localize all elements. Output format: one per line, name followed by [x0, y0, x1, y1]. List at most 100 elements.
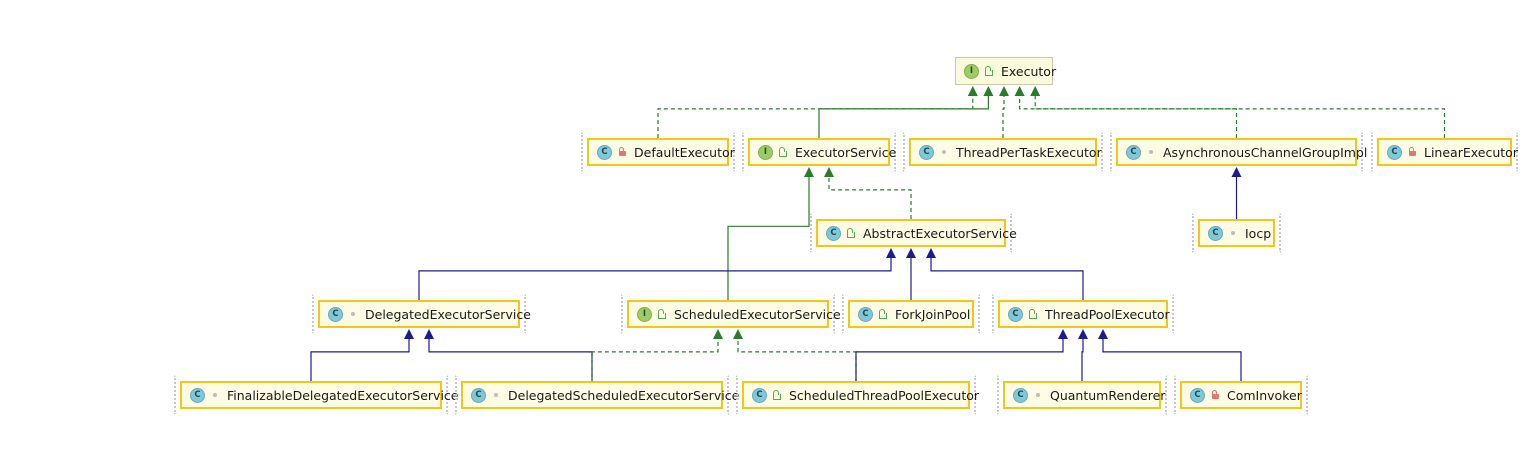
- arrowhead: [404, 329, 414, 339]
- node-label: ThreadPerTaskExecutor: [956, 144, 1102, 160]
- node-label: LinearExecutor: [1424, 144, 1518, 160]
- arrowhead: [1078, 329, 1088, 339]
- class-icon: C: [919, 144, 934, 160]
- node-label: ScheduledExecutorService: [674, 306, 841, 322]
- arrowhead: [713, 329, 723, 339]
- arrowhead: [424, 329, 434, 339]
- edge-scheduled_executor_service-to-executor_service: [727, 176, 810, 300]
- arrowhead: [1231, 167, 1242, 177]
- node-com-invoker[interactable]: C ComInvoker: [1180, 381, 1302, 409]
- public-visibility-icon: [878, 309, 888, 319]
- node-asynchronous-channel-group-impl[interactable]: C AsynchronousChannelGroupImpl: [1116, 138, 1367, 166]
- arrowhead: [804, 167, 814, 177]
- class-icon: C: [826, 225, 841, 241]
- arrowhead: [967, 86, 978, 96]
- arrowhead: [1030, 86, 1041, 96]
- edge-scheduled_thread_pool_executor-to-scheduled_executor_service: [737, 338, 857, 381]
- edge-thread_pool_executor-to-abstract_executor_service: [930, 257, 1084, 300]
- edge-linear_executor-to-executor: [1034, 95, 1446, 138]
- edge-delegated_scheduled_executor_service-to-delegated_executor_service: [428, 338, 593, 381]
- interface-icon: I: [964, 63, 979, 79]
- node-scheduled-thread-pool-executor[interactable]: C ScheduledThreadPoolExecutor: [742, 381, 979, 409]
- class-icon: C: [1208, 225, 1223, 241]
- package-visibility-icon: [348, 309, 358, 319]
- private-visibility-icon: [1210, 390, 1220, 400]
- package-visibility-icon: [491, 390, 501, 400]
- arrowhead: [926, 248, 936, 258]
- class-icon: C: [471, 387, 486, 403]
- node-label: ComInvoker: [1227, 387, 1302, 403]
- arrowhead: [886, 248, 896, 258]
- node-quantum-renderer[interactable]: C QuantumRenderer: [1003, 381, 1165, 409]
- edge-default_executor-to-executor: [657, 95, 974, 138]
- node-thread-per-task-executor[interactable]: C ThreadPerTaskExecutor: [909, 138, 1102, 166]
- node-thread-pool-executor[interactable]: C ThreadPoolExecutor: [998, 300, 1170, 328]
- private-visibility-icon: [1407, 147, 1417, 157]
- package-visibility-icon: [1228, 228, 1238, 238]
- node-delegated-scheduled-executor-service[interactable]: C DelegatedScheduledExecutorService: [461, 381, 739, 409]
- public-visibility-icon: [657, 309, 667, 319]
- node-abstract-executor-service[interactable]: C AbstractExecutorService: [816, 219, 1017, 247]
- package-visibility-icon: [1146, 147, 1156, 157]
- class-icon: C: [1008, 306, 1023, 322]
- node-label: DelegatedExecutorService: [365, 306, 531, 322]
- arrowhead: [1098, 329, 1108, 339]
- arrowhead: [1014, 86, 1025, 96]
- node-iocp[interactable]: C Iocp: [1198, 219, 1275, 247]
- node-label: AbstractExecutorService: [863, 225, 1017, 241]
- node-label: AsynchronousChannelGroupImpl: [1163, 144, 1368, 160]
- node-label: Executor: [1001, 63, 1057, 79]
- edge-scheduled_thread_pool_executor-to-thread_pool_executor: [855, 338, 1064, 381]
- node-label: FinalizableDelegatedExecutorService: [227, 387, 459, 403]
- node-label: ScheduledThreadPoolExecutor: [789, 387, 980, 403]
- class-icon: C: [190, 387, 205, 403]
- node-label: ThreadPoolExecutor: [1045, 306, 1170, 322]
- node-label: ExecutorService: [795, 144, 897, 160]
- arrowhead: [1058, 329, 1068, 339]
- edge-delegated_scheduled_executor_service-to-scheduled_executor_service: [591, 338, 719, 381]
- class-icon: C: [1190, 387, 1205, 403]
- node-fork-join-pool[interactable]: C ForkJoinPool: [848, 300, 974, 328]
- edge-finalizable_delegated_executor_service-to-delegated_executor_service: [310, 338, 410, 381]
- edge-delegated_executor_service-to-abstract_executor_service: [418, 257, 892, 300]
- class-icon: C: [1126, 144, 1141, 160]
- class-icon: C: [597, 144, 612, 160]
- node-label: Iocp: [1245, 225, 1272, 241]
- package-visibility-icon: [210, 390, 220, 400]
- node-executor[interactable]: I Executor: [955, 57, 1057, 85]
- public-visibility-icon: [846, 228, 856, 238]
- node-label: DefaultExecutor: [634, 144, 735, 160]
- class-icon: C: [1013, 387, 1028, 403]
- class-icon: C: [752, 387, 767, 403]
- package-visibility-icon: [1033, 390, 1043, 400]
- arrowhead: [824, 167, 834, 177]
- arrowhead: [906, 248, 916, 258]
- edge-asynchronous_channel_group_impl-to-executor: [1019, 95, 1238, 138]
- node-delegated-executor-service[interactable]: C DelegatedExecutorService: [318, 300, 531, 328]
- class-icon: C: [1387, 144, 1402, 160]
- interface-icon: I: [637, 306, 652, 322]
- node-label: ForkJoinPool: [895, 306, 971, 322]
- class-icon: C: [858, 306, 873, 322]
- node-finalizable-delegated-executor-service[interactable]: C FinalizableDelegatedExecutorService: [180, 381, 458, 409]
- edge-abstract_executor_service-to-executor_service: [828, 176, 912, 219]
- arrowhead: [983, 86, 994, 96]
- node-default-executor[interactable]: C DefaultExecutor: [587, 138, 735, 166]
- node-linear-executor[interactable]: C LinearExecutor: [1377, 138, 1518, 166]
- class-icon: C: [328, 306, 343, 322]
- edge-quantum_renderer-to-thread_pool_executor: [1081, 338, 1084, 381]
- arrowhead: [733, 329, 743, 339]
- edge-com_invoker-to-thread_pool_executor: [1102, 338, 1242, 381]
- public-visibility-icon: [1028, 309, 1038, 319]
- edge-thread_per_task_executor-to-executor: [1002, 95, 1005, 138]
- arrowhead: [999, 86, 1009, 96]
- interface-icon: I: [758, 144, 773, 160]
- public-visibility-icon: [984, 66, 994, 76]
- edge-executor_service-to-executor: [818, 95, 989, 138]
- private-visibility-icon: [617, 147, 627, 157]
- node-scheduled-executor-service[interactable]: I ScheduledExecutorService: [627, 300, 841, 328]
- node-label: DelegatedScheduledExecutorService: [508, 387, 740, 403]
- node-label: QuantumRenderer: [1050, 387, 1166, 403]
- node-executor-service[interactable]: I ExecutorService: [748, 138, 896, 166]
